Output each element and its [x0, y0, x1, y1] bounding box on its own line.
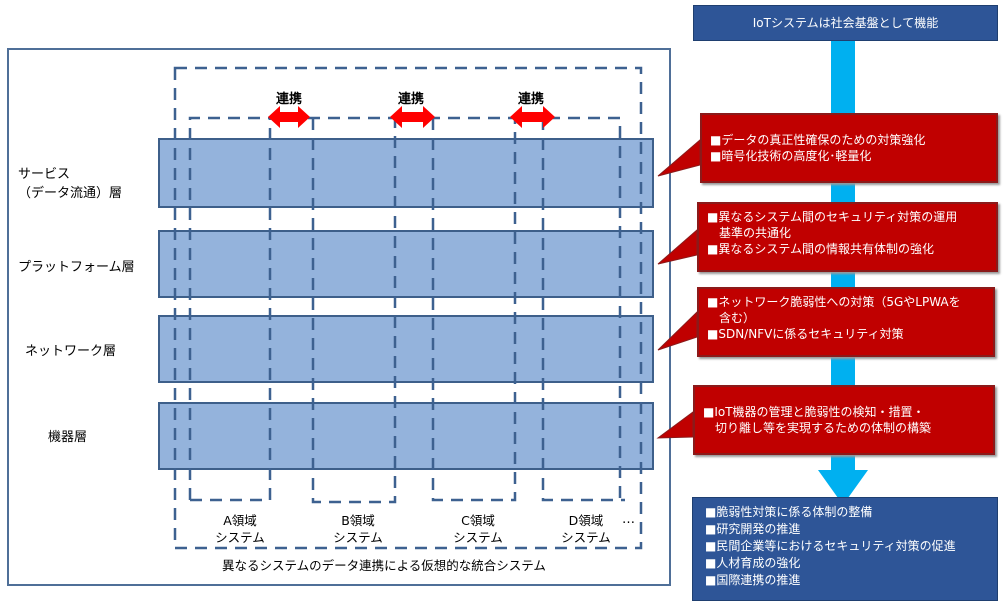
foundation-item: ■国際連携の推進	[705, 573, 801, 587]
measure-item: ■データの真正性確保のための対策強化	[710, 133, 926, 147]
top-box: IoTシステムは社会基盤として機能	[693, 5, 998, 41]
layer-label-device: 機器層	[48, 430, 88, 445]
layer-device	[158, 402, 654, 470]
system-a-label: A領域システム	[195, 512, 285, 546]
layer-label-line: （データ流通）層	[18, 186, 123, 201]
layer-label-network: ネットワーク層	[25, 344, 117, 359]
foundation-box: ■脆弱性対策に係る体制の整備 ■研究開発の推進 ■民間企業等におけるセキュリティ…	[692, 497, 998, 601]
foundation-item: ■民間企業等におけるセキュリティ対策の促進	[705, 539, 956, 553]
link-label: 連携	[276, 92, 303, 107]
system-label-line: D領域	[568, 513, 604, 528]
measure-item: ■異なるシステム間のセキュリティ対策の運用	[707, 210, 958, 224]
system-label-line: B領域	[341, 513, 375, 528]
foundation-item: ■研究開発の推進	[705, 522, 801, 536]
system-b-label: B領域システム	[313, 512, 403, 546]
measure-box-service: ■データの真正性確保のための対策強化 ■暗号化技術の高度化･軽量化	[700, 113, 998, 183]
integrated-caption: 異なるシステムのデータ連携による仮想的な統合システム	[222, 558, 546, 573]
system-label-line: システム	[561, 530, 611, 545]
measure-item: ■ネットワーク脆弱性への対策（5GやLPWAを	[707, 295, 961, 309]
ellipsis: …	[622, 512, 635, 527]
system-label-line: A領域	[223, 513, 257, 528]
layer-label-platform: プラットフォーム層	[18, 260, 135, 275]
system-label-line: C領域	[461, 513, 495, 528]
layer-platform	[158, 230, 654, 298]
measure-box-device: ■IoT機器の管理と脆弱性の検知・措置・ 切り離し等を実現するための体制の構築	[693, 385, 995, 455]
foundation-item: ■人材育成の強化	[705, 556, 801, 570]
measure-box-network: ■ネットワーク脆弱性への対策（5GやLPWAを 含む） ■SDN/NFVに係るセ…	[697, 287, 995, 357]
layer-network	[158, 315, 654, 383]
system-label-line: システム	[453, 530, 503, 545]
foundation-item: ■脆弱性対策に係る体制の整備	[705, 505, 873, 519]
layer-label-line: サービス	[18, 167, 71, 182]
measure-item: 切り離し等を実現するための体制の構築	[703, 421, 932, 435]
system-c-label: C領域システム	[433, 512, 523, 546]
link-label: 連携	[518, 92, 545, 107]
measure-item: ■IoT機器の管理と脆弱性の検知・措置・	[703, 405, 925, 419]
measure-item: ■SDN/NFVに係るセキュリティ対策	[707, 327, 904, 341]
measure-item: ■異なるシステム間の情報共有体制の強化	[707, 242, 934, 256]
link-arrows	[268, 106, 555, 128]
layer-service	[158, 138, 654, 208]
integrated-system-frame	[7, 48, 671, 586]
layer-label-service: サービス （データ流通）層	[18, 165, 122, 203]
measure-box-platform: ■異なるシステム間のセキュリティ対策の運用 基準の共通化 ■異なるシステム間の情…	[697, 202, 998, 272]
system-label-line: システム	[333, 530, 383, 545]
link-label: 連携	[398, 92, 425, 107]
system-label-line: システム	[215, 530, 265, 545]
measure-item: ■暗号化技術の高度化･軽量化	[710, 149, 872, 163]
system-d-label: D領域システム	[541, 512, 631, 546]
measure-item: 含む）	[707, 311, 756, 325]
measure-item: 基準の共通化	[707, 226, 792, 240]
